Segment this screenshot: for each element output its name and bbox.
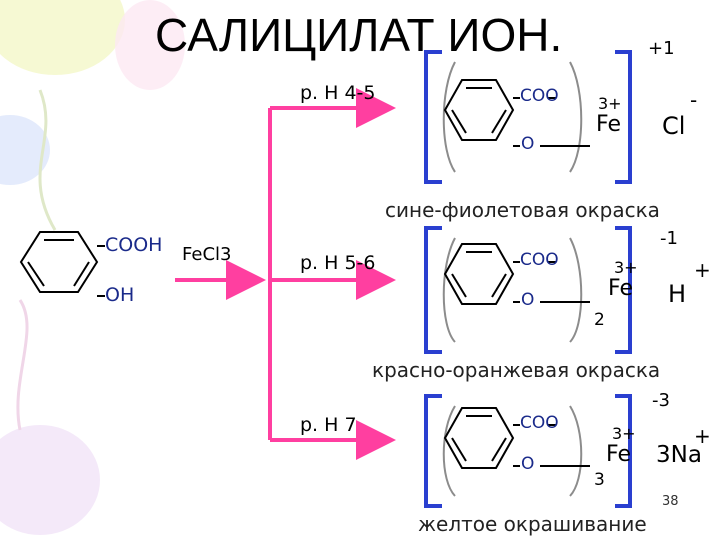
complex-1-coo: COO bbox=[520, 86, 559, 106]
complex-2-ring bbox=[443, 243, 590, 305]
complex-1-counter-ion: Cl bbox=[662, 112, 686, 140]
color-note-3: желтое окрашивание bbox=[418, 512, 647, 536]
complex-1-metal-charge: 3+ bbox=[598, 94, 622, 113]
page-number: 38 bbox=[662, 494, 679, 509]
complex-2-metal: Fe bbox=[608, 276, 633, 301]
complex-3-counter-charge: + bbox=[694, 424, 711, 448]
complex-1-ring bbox=[443, 79, 590, 147]
complex-2-coo: COO bbox=[520, 250, 559, 270]
complex-3-metal-charge: 3+ bbox=[612, 424, 636, 443]
complex-1-counter-charge: - bbox=[690, 88, 698, 112]
ph-label-2: р. Н 5-6 bbox=[300, 252, 376, 274]
ph-label-3: р. Н 7 bbox=[300, 414, 357, 436]
cooh-group-label: COOH bbox=[105, 234, 163, 256]
color-note-1: сине-фиолетовая окраска bbox=[385, 198, 660, 222]
complex-1-o: O bbox=[521, 134, 535, 154]
complex-3-coo: COO bbox=[520, 413, 559, 433]
complex-3-charge: -3 bbox=[652, 390, 670, 411]
complex-2-coefficient: 2 bbox=[594, 310, 605, 330]
complex-2-brackets bbox=[424, 226, 632, 354]
complex-3-coefficient: 3 bbox=[594, 470, 605, 490]
ph-label-1: р. Н 4-5 bbox=[300, 82, 376, 104]
complex-1-brackets bbox=[424, 50, 632, 184]
complex-3-ring bbox=[443, 407, 590, 469]
complex-2-metal-charge: 3+ bbox=[614, 258, 638, 277]
salicylic-acid-ring bbox=[19, 231, 105, 297]
reagent-label: FeCl3 bbox=[182, 244, 232, 265]
oh-group-label: OH bbox=[105, 284, 135, 306]
complex-3-counter-ion: 3Na bbox=[656, 442, 702, 468]
complex-3-brackets bbox=[424, 394, 632, 508]
complex-3-o: O bbox=[521, 454, 535, 474]
complex-1-metal: Fe bbox=[596, 112, 621, 137]
complex-2-o: O bbox=[521, 290, 535, 310]
color-note-2: красно-оранжевая окраска bbox=[372, 358, 661, 382]
complex-2-counter-charge: + bbox=[694, 258, 711, 282]
slide-title: САЛИЦИЛАТ ИОН. bbox=[155, 9, 563, 61]
complex-1-charge: +1 bbox=[648, 38, 675, 59]
complex-2-counter-ion: H bbox=[668, 280, 687, 308]
complex-2-charge: -1 bbox=[660, 228, 678, 249]
complex-3-metal: Fe bbox=[606, 442, 631, 467]
